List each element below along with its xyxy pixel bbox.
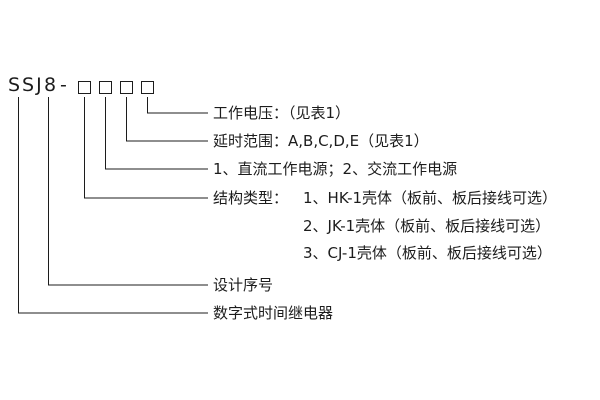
connector-line-prefix <box>18 97 208 314</box>
connector-line-serial <box>48 97 208 286</box>
model-code-prefix: SSJ <box>8 74 44 96</box>
model-digit-box-3 <box>120 81 133 94</box>
label-power-source: 1、直流工作电源；2、交流工作电源 <box>213 160 458 178</box>
model-code-serial: 8 <box>44 74 59 96</box>
structure-type-item-1: 1、HK-1壳体（板前、板后接线可选） <box>303 189 558 207</box>
model-digit-box-4 <box>141 81 154 94</box>
label-structure-type: 结构类型： 1、HK-1壳体（板前、板后接线可选） <box>213 188 557 208</box>
structure-type-title: 结构类型： <box>213 189 289 207</box>
model-digit-box-1 <box>78 81 91 94</box>
connector-line-box2 <box>105 97 208 170</box>
structure-type-item-3: 3、CJ-1壳体（板前、板后接线可选） <box>303 244 552 262</box>
label-design-serial: 设计序号 <box>213 276 274 294</box>
label-product-name: 数字式时间继电器 <box>213 304 334 322</box>
model-digit-box-2 <box>99 81 112 94</box>
label-working-voltage: 工作电压：（见表1） <box>213 104 351 122</box>
structure-type-item-2: 2、JK-1壳体（板前、板后接线可选） <box>303 217 551 235</box>
model-code-dash: - <box>60 74 69 96</box>
connector-line-box4 <box>147 97 208 114</box>
label-delay-range: 延时范围：A,B,C,D,E（见表1） <box>213 132 429 150</box>
connector-line-box3 <box>126 97 208 142</box>
connector-line-box1 <box>84 97 208 199</box>
